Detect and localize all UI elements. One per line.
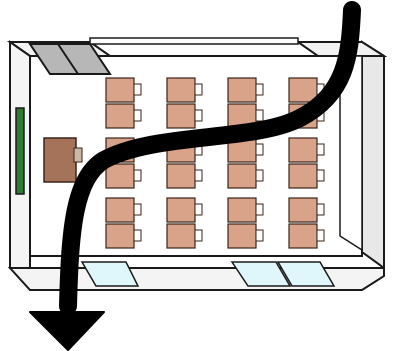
teacher-desk-icon: [43, 137, 83, 183]
student-desk-icon: [288, 77, 325, 103]
student-desk-icon: [288, 137, 325, 163]
student-chair-icon: [255, 109, 264, 122]
student-desk-icon: [166, 163, 203, 189]
student-chair-icon: [133, 169, 142, 182]
student-chair-icon: [255, 143, 264, 156]
student-chair-icon: [316, 229, 325, 242]
student-chair-icon: [194, 83, 203, 96]
student-chair-icon: [255, 203, 264, 216]
wall-right-side: [361, 40, 385, 270]
student-chair-icon: [255, 169, 264, 182]
student-desk-icon: [105, 197, 142, 223]
student-desk-icon: [166, 103, 203, 129]
student-desk-icon: [288, 223, 325, 249]
student-chair-icon: [194, 229, 203, 242]
student-chair-icon: [133, 83, 142, 96]
student-desk-icon: [105, 163, 142, 189]
student-desk-icon: [227, 223, 264, 249]
student-chair-icon: [133, 229, 142, 242]
student-chair-icon: [133, 203, 142, 216]
student-desk-icon: [105, 77, 142, 103]
student-chair-icon: [316, 143, 325, 156]
student-chair-icon: [194, 203, 203, 216]
student-desk-icon: [105, 103, 142, 129]
student-chair-icon: [255, 229, 264, 242]
door-top-left: [28, 43, 112, 75]
student-chair-icon: [316, 169, 325, 182]
student-chair-icon: [133, 109, 142, 122]
door-top-left-divider: [57, 43, 79, 75]
window-bottom-right: [276, 261, 336, 287]
blackboard-icon: [15, 107, 25, 195]
curved-arrow-icon: [29, 1, 361, 351]
window-top-frame: [89, 37, 299, 45]
student-chair-icon: [194, 169, 203, 182]
window-bottom-middle: [230, 261, 292, 287]
student-desk-icon: [227, 163, 264, 189]
student-desk-icon: [105, 223, 142, 249]
student-desk-icon: [166, 77, 203, 103]
student-chair-icon: [316, 203, 325, 216]
student-desk-icon: [166, 197, 203, 223]
student-desk-icon: [288, 163, 325, 189]
student-desk-icon: [166, 223, 203, 249]
student-desk-icon: [288, 197, 325, 223]
student-chair-icon: [255, 83, 264, 96]
window-bottom-left: [80, 261, 140, 287]
student-chair-icon: [194, 109, 203, 122]
student-desk-icon: [227, 197, 264, 223]
student-desk-icon: [227, 77, 264, 103]
